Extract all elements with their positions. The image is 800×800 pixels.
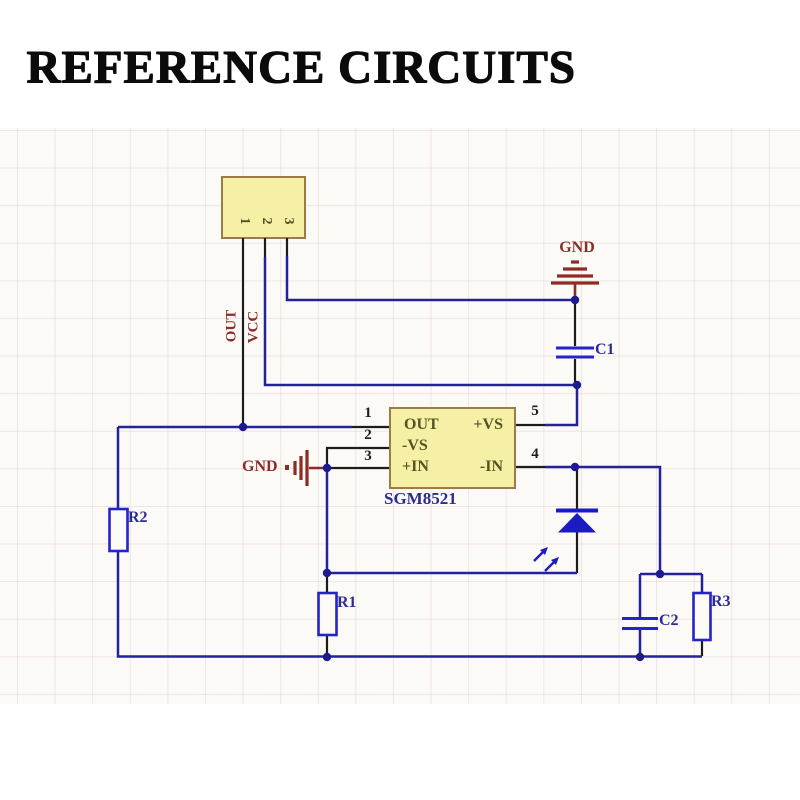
capacitor-c2-icon <box>622 617 658 630</box>
ic-pin-number-3: 3 <box>364 448 372 464</box>
resistor-r1-icon <box>317 591 338 637</box>
ic-pin-label-plus-in: +IN <box>402 458 429 475</box>
resistor-r3-icon <box>692 591 712 642</box>
component-label-r1: R1 <box>337 594 357 611</box>
connector-symbol <box>221 176 306 239</box>
gnd-label-left: GND <box>242 458 278 475</box>
ic-pin-number-2: 2 <box>364 427 372 443</box>
photodiode-icon <box>533 508 598 572</box>
pin-leads <box>241 238 704 657</box>
connector-pin-3-number: 3 <box>281 217 296 225</box>
junction-dots <box>238 295 665 662</box>
net-label-vcc: VCC <box>245 310 262 344</box>
wire-minus-in <box>545 465 662 574</box>
net-label-out: OUT <box>223 309 240 343</box>
wire-plus-vs <box>545 385 579 427</box>
resistor-r2-icon <box>108 507 129 553</box>
wire-pin3-to-gnd <box>285 256 575 302</box>
component-label-c1: C1 <box>595 341 615 358</box>
component-label-r2: R2 <box>128 509 148 526</box>
component-label-c2: C2 <box>659 612 679 629</box>
ic-pin-label-out: OUT <box>404 416 439 433</box>
ic-pin-label-plus-vs: +VS <box>473 416 503 433</box>
ic-pin-number-4: 4 <box>531 446 539 462</box>
page-title: REFERENCE CIRCUITS <box>26 41 576 93</box>
ic-pin-number-5: 5 <box>531 403 539 419</box>
wire-vcc <box>263 257 577 387</box>
ground-symbol-top-icon <box>551 260 599 300</box>
capacitor-c1-icon <box>556 346 594 359</box>
wire-bottom-bus <box>116 551 702 658</box>
ground-symbol-left-icon <box>285 450 327 486</box>
circuit-graphics <box>108 176 712 662</box>
wires <box>116 256 704 658</box>
connector-pin-1-number: 1 <box>237 217 252 225</box>
ic-symbol <box>389 407 516 489</box>
ic-pin-label-minus-in: -IN <box>479 458 503 475</box>
ic-pin-label-minus-vs: -VS <box>402 437 428 454</box>
connector-pin-2-number: 2 <box>259 217 274 225</box>
light-arrows-icon <box>533 547 559 572</box>
gnd-label-top: GND <box>559 239 595 256</box>
ic-pin-number-1: 1 <box>364 405 372 421</box>
component-label-r3: R3 <box>711 593 731 610</box>
ic-part-number: SGM8521 <box>384 489 457 508</box>
